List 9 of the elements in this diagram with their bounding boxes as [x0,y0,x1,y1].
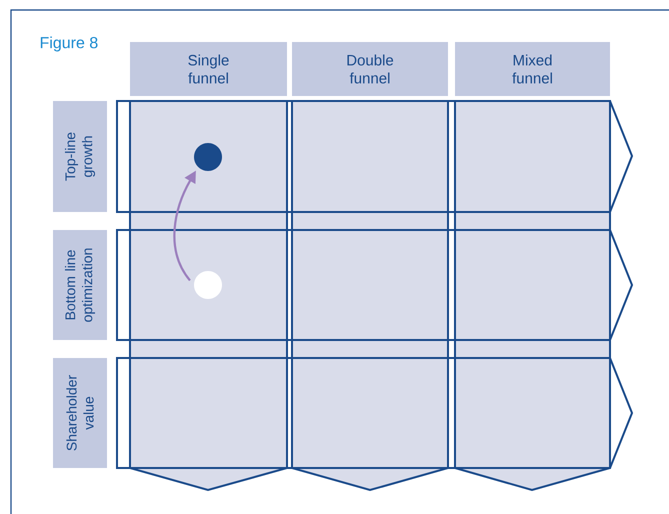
row-header: Top-line growth [53,101,107,212]
column-header: Single funnel [130,42,287,96]
column-header: Mixed funnel [455,42,610,96]
dot [194,271,222,299]
row-header: Shareholder value [53,358,107,468]
dot [194,143,222,171]
figure-title: Figure 8 [40,36,98,52]
column-header: Double funnel [292,42,448,96]
row-header: Bottom line optimization [53,230,107,340]
